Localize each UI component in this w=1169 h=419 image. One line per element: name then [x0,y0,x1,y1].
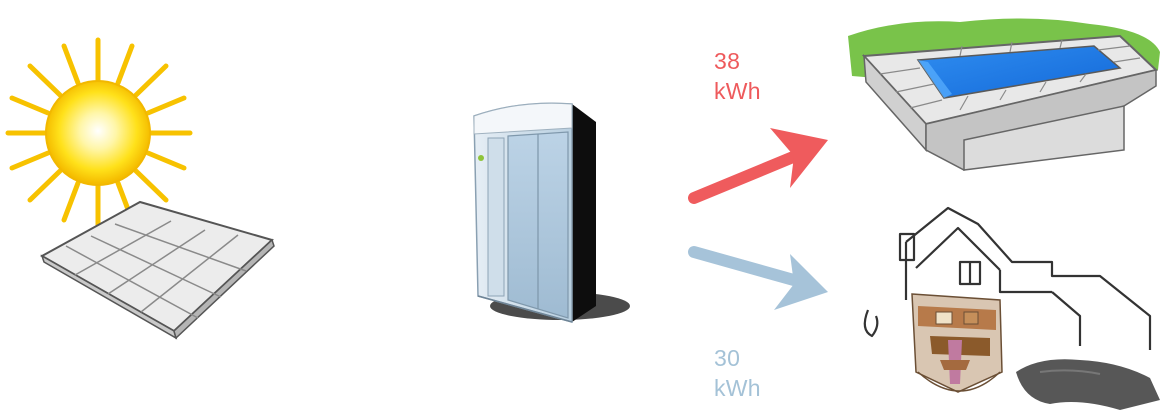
house-energy-label: 30 kWh [714,343,761,403]
arrow-to-pool [688,128,828,204]
house-energy-unit: kWh [714,375,761,401]
heat-pump-unit-icon [473,102,630,323]
swimming-pool-icon [848,18,1160,171]
house-cutaway-interior [911,293,1003,393]
house-energy-amount: 30 [714,345,741,371]
pool-energy-unit: kWh [714,78,761,104]
solar-panel-icon [39,200,275,340]
pool-energy-label: 38 kWh [714,46,761,106]
arrow-to-house [688,246,828,310]
house-icon [863,206,1160,410]
pool-energy-amount: 38 [714,48,741,74]
sun-icon [5,37,193,229]
